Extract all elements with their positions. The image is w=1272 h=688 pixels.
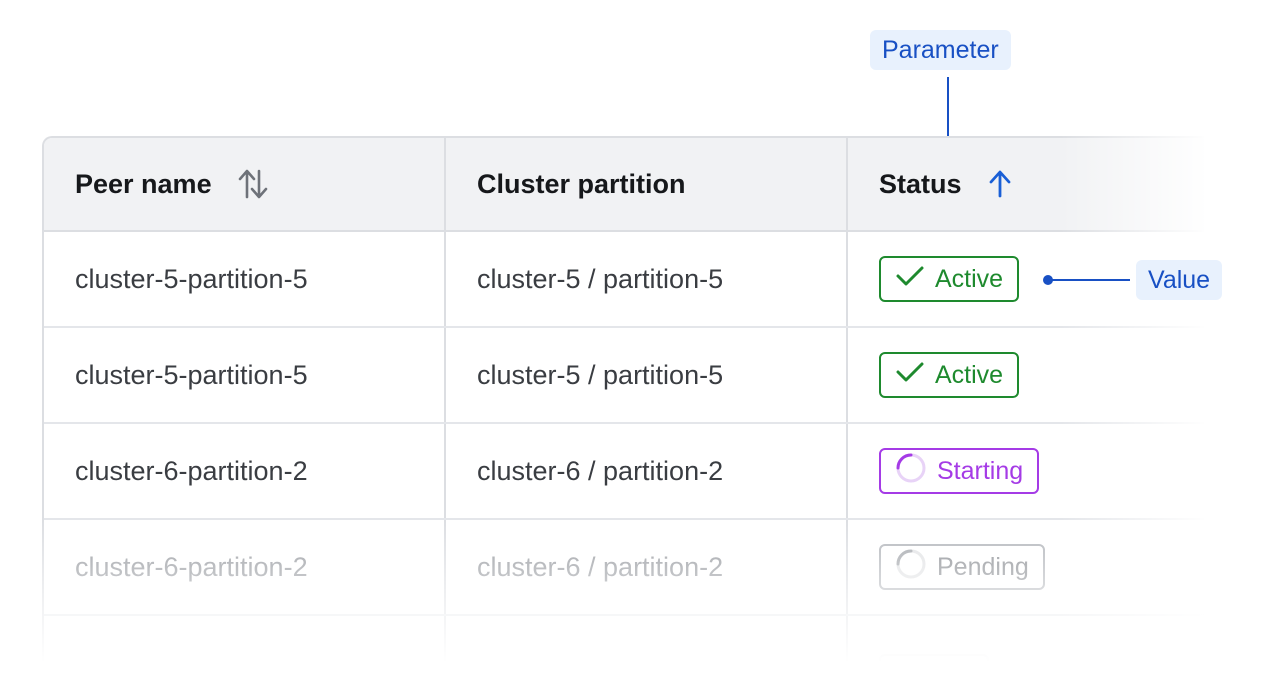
peer-name-cell: cluster-6-partition-2 bbox=[44, 424, 446, 518]
value-callout-line bbox=[1048, 279, 1130, 281]
cluster-partition-cell: cluster-5 / partition-5 bbox=[446, 328, 848, 422]
cluster-partition-cell: cluster-6 / partition-2 bbox=[446, 424, 848, 518]
check-icon bbox=[895, 264, 925, 295]
parameter-callout-label: Parameter bbox=[870, 30, 1011, 70]
status-badge-label: Active bbox=[935, 264, 1004, 293]
arrow-up-icon[interactable] bbox=[988, 169, 1012, 199]
status-cell bbox=[848, 616, 1204, 676]
status-cell: Pending bbox=[848, 520, 1204, 614]
check-icon bbox=[895, 360, 925, 391]
table-row bbox=[44, 616, 1204, 676]
status-badge bbox=[879, 654, 989, 676]
table-header-row: Peer name Cluster partition Status bbox=[44, 138, 1204, 232]
column-header-cluster-partition[interactable]: Cluster partition bbox=[446, 138, 848, 230]
status-cell: Active bbox=[848, 328, 1204, 422]
peers-table: Peer name Cluster partition Status clust… bbox=[42, 136, 1204, 676]
status-badge-label: Starting bbox=[937, 456, 1024, 485]
spinner-icon bbox=[895, 452, 927, 491]
status-badge-label: Pending bbox=[937, 552, 1029, 581]
status-badge: Pending bbox=[879, 544, 1045, 590]
peer-name-cell: cluster-5-partition-5 bbox=[44, 232, 446, 326]
status-badge-label: Active bbox=[935, 360, 1004, 389]
spinner-icon bbox=[895, 548, 927, 587]
peer-name-cell: cluster-6-partition-2 bbox=[44, 520, 446, 614]
column-header-label: Cluster partition bbox=[477, 168, 686, 199]
column-header-label: Status bbox=[879, 168, 962, 199]
parameter-callout-line bbox=[947, 77, 949, 157]
column-header-label: Peer name bbox=[75, 168, 212, 199]
status-badge: Starting bbox=[879, 448, 1040, 494]
sort-up-down-icon[interactable] bbox=[238, 167, 268, 201]
status-badge: Active bbox=[879, 352, 1020, 398]
peer-name-cell bbox=[44, 616, 446, 676]
cluster-partition-cell: cluster-5 / partition-5 bbox=[446, 232, 848, 326]
cluster-partition-cell: cluster-6 / partition-2 bbox=[446, 520, 848, 614]
table-row[interactable]: cluster-6-partition-2 cluster-6 / partit… bbox=[44, 424, 1204, 520]
column-header-peer-name[interactable]: Peer name bbox=[44, 138, 446, 230]
column-header-status[interactable]: Status bbox=[848, 138, 1204, 230]
peer-name-cell: cluster-5-partition-5 bbox=[44, 328, 446, 422]
status-cell: Active bbox=[848, 232, 1204, 326]
value-callout-label: Value bbox=[1136, 260, 1223, 300]
table-row[interactable]: cluster-5-partition-5 cluster-5 / partit… bbox=[44, 328, 1204, 424]
table-row[interactable]: cluster-6-partition-2 cluster-6 / partit… bbox=[44, 520, 1204, 616]
status-cell: Starting bbox=[848, 424, 1204, 518]
table-row[interactable]: cluster-5-partition-5 cluster-5 / partit… bbox=[44, 232, 1204, 328]
status-badge: Active bbox=[879, 256, 1020, 302]
cluster-partition-cell bbox=[446, 616, 848, 676]
